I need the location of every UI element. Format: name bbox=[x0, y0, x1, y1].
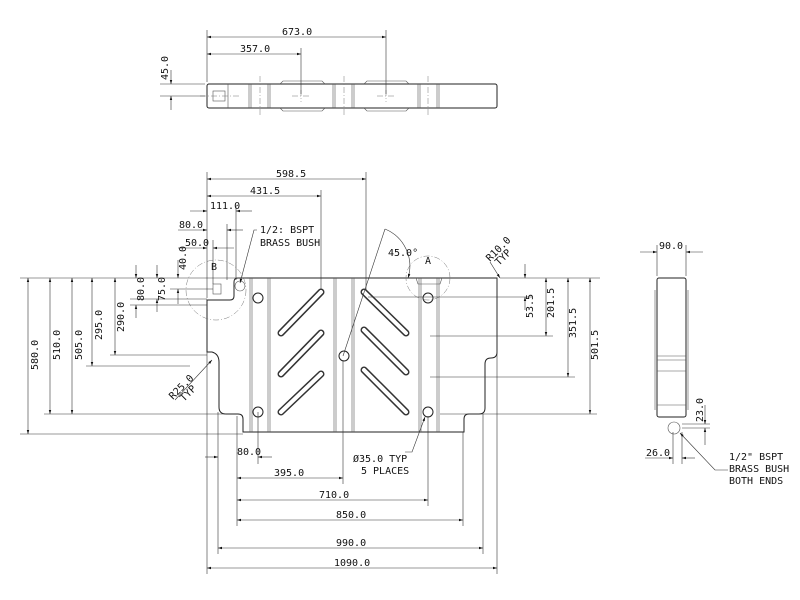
dim-850: 850.0 bbox=[336, 510, 366, 521]
side-note-line1: 1/2" BSPT bbox=[729, 452, 783, 463]
angle-45: 45.0° bbox=[388, 248, 418, 259]
dim-431-5: 431.5 bbox=[250, 186, 280, 197]
dim-75: 75.0 bbox=[157, 277, 168, 301]
hole-note-line1: Ø35.0 TYP bbox=[353, 453, 407, 465]
dim-295: 295.0 bbox=[94, 310, 105, 340]
side-note-line2: BRASS BUSH bbox=[729, 464, 789, 475]
dim-580: 580.0 bbox=[30, 340, 41, 370]
slots bbox=[277, 288, 410, 416]
dim-290: 290.0 bbox=[116, 302, 127, 332]
dim-710: 710.0 bbox=[319, 490, 349, 501]
dim-673: 673.0 bbox=[282, 27, 312, 38]
detail-a-label: A bbox=[425, 256, 431, 267]
dim-1090: 1090.0 bbox=[334, 558, 370, 569]
dim-201-5: 201.5 bbox=[546, 288, 557, 318]
dim-510: 510.0 bbox=[52, 330, 63, 360]
dim-26: 26.0 bbox=[646, 448, 670, 459]
dim-357: 357.0 bbox=[240, 44, 270, 55]
side-note-line3: BOTH ENDS bbox=[729, 476, 783, 487]
dim-40: 40.0 bbox=[178, 246, 189, 270]
dim-23: 23.0 bbox=[695, 398, 706, 422]
dim-80-bottom: 80.0 bbox=[237, 447, 261, 458]
side-view: 90.0 23.0 26.0 1/2" BSPT BRASS BUSH BOTH… bbox=[640, 241, 789, 487]
top-view: 673.0 357.0 45.0 bbox=[160, 27, 498, 117]
dim-90: 90.0 bbox=[659, 241, 683, 252]
detail-b-label: B bbox=[211, 262, 217, 273]
dim-395: 395.0 bbox=[274, 468, 304, 479]
dim-50: 50.0 bbox=[185, 238, 209, 249]
hole-note-line2: 5 PLACES bbox=[361, 466, 409, 477]
bush-note-line1: 1/2: BSPT bbox=[260, 225, 314, 236]
dim-80-top: 80.0 bbox=[179, 220, 203, 231]
dim-53-5: 53.5 bbox=[525, 294, 536, 318]
dim-351-5: 351.5 bbox=[568, 308, 579, 338]
bush-note-line2: BRASS BUSH bbox=[260, 238, 320, 249]
dim-45: 45.0 bbox=[160, 56, 171, 80]
dim-501-5: 501.5 bbox=[590, 330, 601, 360]
dim-80-vert: 80.0 bbox=[136, 277, 147, 301]
dim-598-5: 598.5 bbox=[276, 169, 306, 180]
dim-111: 111.0 bbox=[210, 201, 240, 212]
dim-505: 505.0 bbox=[74, 330, 85, 360]
dim-990: 990.0 bbox=[336, 538, 366, 549]
front-view: 598.5 431.5 111.0 80.0 50.0 580.0 510.0 … bbox=[20, 169, 601, 574]
